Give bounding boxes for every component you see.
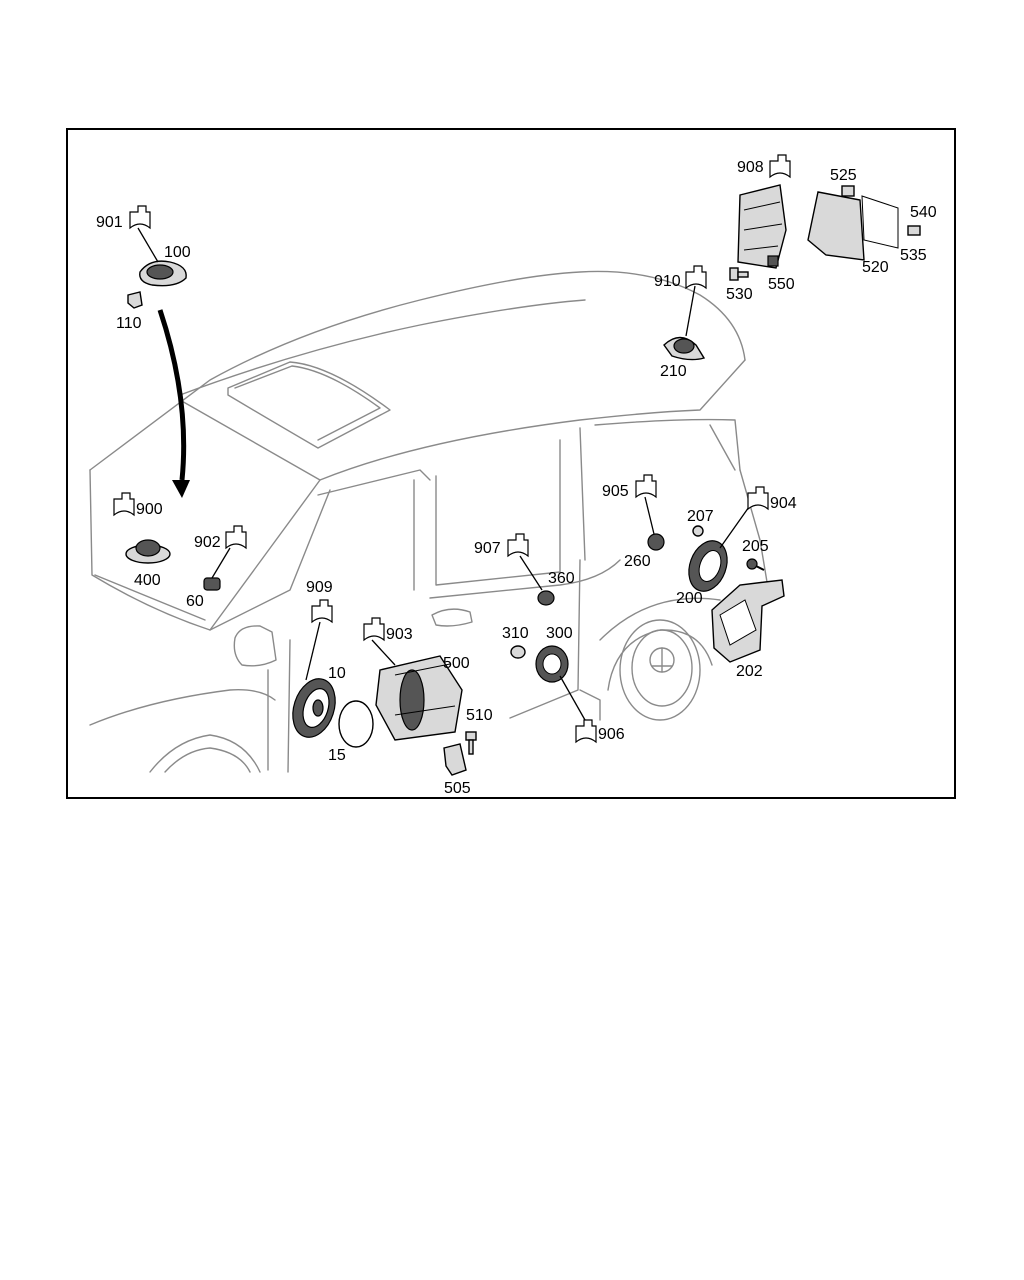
part-500-amplifier[interactable] <box>375 655 463 741</box>
callout-505: 505 <box>444 780 471 797</box>
leader-lines <box>137 227 757 721</box>
connector-label-904: 904 <box>770 495 797 512</box>
callout-500: 500 <box>443 655 470 672</box>
part-210-speaker[interactable] <box>663 336 706 361</box>
callout-labels: 100 110 400 60 10 15 500 510 505 360 310… <box>96 159 937 797</box>
callout-525: 525 <box>830 167 857 184</box>
callout-202: 202 <box>736 663 763 680</box>
part-100-speaker[interactable] <box>139 260 187 287</box>
callout-540: 540 <box>910 204 937 221</box>
vehicle-outline <box>89 270 771 773</box>
callout-15: 15 <box>328 747 346 764</box>
part-300-speaker[interactable] <box>535 645 569 683</box>
callout-535: 535 <box>900 247 927 264</box>
callout-260: 260 <box>624 553 651 570</box>
part-200-speaker[interactable] <box>682 535 734 596</box>
callout-100: 100 <box>164 244 191 261</box>
callout-530: 530 <box>726 286 753 303</box>
connector-label-909: 909 <box>306 579 333 596</box>
callout-510: 510 <box>466 707 493 724</box>
connector-icon-903 <box>363 617 385 642</box>
connector-icon-908 <box>769 154 791 179</box>
part-60-tweeter[interactable] <box>203 577 221 591</box>
direction-arrow <box>157 309 190 498</box>
callout-200: 200 <box>676 590 703 607</box>
connector-icon-906 <box>575 719 597 744</box>
part-310-clip[interactable] <box>510 645 526 659</box>
callout-60: 60 <box>186 593 204 610</box>
connector-icon-905 <box>635 474 657 499</box>
part-202-enclosure[interactable] <box>711 579 785 663</box>
part-525-nut[interactable] <box>841 185 855 197</box>
part-520-bracket[interactable] <box>807 191 899 261</box>
connector-icon-904 <box>747 486 769 511</box>
connector-label-900: 900 <box>136 501 163 518</box>
connector-label-902: 902 <box>194 534 221 551</box>
connector-label-910: 910 <box>654 273 681 290</box>
connector-symbols <box>113 154 791 744</box>
part-207-clip[interactable] <box>692 525 704 537</box>
connector-label-908: 908 <box>737 159 764 176</box>
connector-icon-901 <box>129 205 151 230</box>
connector-label-905: 905 <box>602 483 629 500</box>
connector-icon-902 <box>225 525 247 550</box>
part-110-clip[interactable] <box>127 291 143 309</box>
part-530-bolt[interactable] <box>729 267 749 281</box>
part-205-screw[interactable] <box>746 558 765 571</box>
connector-label-903: 903 <box>386 626 413 643</box>
part-510-bolt[interactable] <box>465 731 477 755</box>
part-260-tweeter[interactable] <box>647 533 665 551</box>
part-360-tweeter[interactable] <box>537 590 555 606</box>
part-10-speaker[interactable] <box>286 673 343 742</box>
callout-400: 400 <box>134 572 161 589</box>
connector-icon-907 <box>507 533 529 558</box>
part-535-screw[interactable] <box>907 225 921 236</box>
connector-label-906: 906 <box>598 726 625 743</box>
callout-207: 207 <box>687 508 714 525</box>
connector-label-901: 901 <box>96 214 123 231</box>
connector-label-907: 907 <box>474 540 501 557</box>
part-400-speaker[interactable] <box>125 539 171 564</box>
connector-icon-900 <box>113 492 135 517</box>
callout-360: 360 <box>548 570 575 587</box>
callout-205: 205 <box>742 538 769 555</box>
callout-110: 110 <box>116 315 142 332</box>
connector-icon-909 <box>311 599 333 624</box>
callout-10: 10 <box>328 665 346 682</box>
connector-icon-910 <box>685 265 707 290</box>
part-550-module[interactable] <box>737 184 787 269</box>
callout-310: 310 <box>502 625 529 642</box>
callout-550: 550 <box>768 276 795 293</box>
callout-520: 520 <box>862 259 889 276</box>
part-505-bracket[interactable] <box>443 743 467 776</box>
callout-210: 210 <box>660 363 687 380</box>
callout-300: 300 <box>546 625 573 642</box>
